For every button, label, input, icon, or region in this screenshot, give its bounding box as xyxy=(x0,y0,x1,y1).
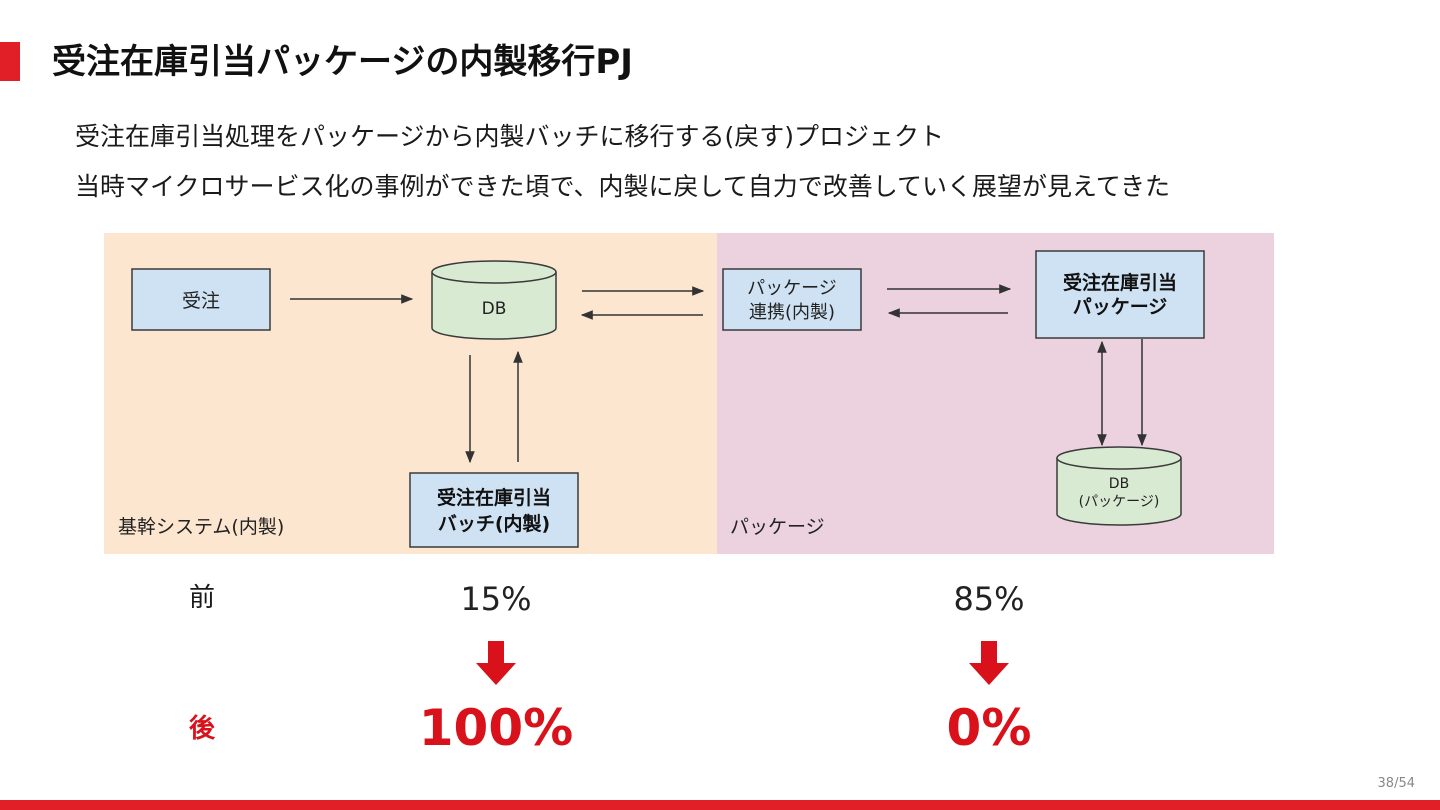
node-db-package-line2: (パッケージ) xyxy=(1079,494,1160,510)
node-batch-line2: バッチ(内製) xyxy=(438,512,550,535)
slide-title: 受注在庫引当パッケージの内製移行PJ xyxy=(52,42,633,82)
down-arrow-icon xyxy=(476,641,516,685)
node-package: 受注在庫引当 パッケージ xyxy=(1035,250,1205,339)
node-db-internal: DB xyxy=(431,260,557,340)
internal-before-percent: 15% xyxy=(460,580,532,618)
node-renkei-line1: パッケージ xyxy=(747,278,837,299)
node-batch-line1: 受注在庫引当 xyxy=(437,486,551,509)
node-package-line2: パッケージ xyxy=(1073,296,1168,318)
bullet-2: 当時マイクロサービス化の事例ができた頃で、内製に戻して自力で改善していく展望が見… xyxy=(75,172,1171,201)
bottom-accent-bar xyxy=(0,800,1440,810)
node-renkei: パッケージ 連携(内製) xyxy=(722,268,862,331)
bullet-1: 受注在庫引当処理をパッケージから内製バッチに移行する(戻す)プロジェクト xyxy=(75,122,945,151)
node-db-label: DB xyxy=(482,299,507,319)
package-before-percent: 85% xyxy=(953,580,1025,618)
node-package-line1: 受注在庫引当 xyxy=(1063,271,1177,294)
zone-package-label: パッケージ xyxy=(730,516,825,538)
node-juchu: 受注 xyxy=(131,268,271,331)
internal-after-percent: 100% xyxy=(418,699,574,757)
package-after-percent: 0% xyxy=(946,699,1032,757)
node-juchu-label: 受注 xyxy=(182,290,220,312)
node-batch: 受注在庫引当 バッチ(内製) xyxy=(409,472,579,548)
node-db-package: DB (パッケージ) xyxy=(1056,446,1182,526)
node-db-package-line1: DB xyxy=(1109,476,1129,492)
zone-internal-label: 基幹システム(内製) xyxy=(118,516,284,538)
node-renkei-line2: 連携(内製) xyxy=(749,302,835,323)
page-number: 38/54 xyxy=(1377,776,1415,791)
before-label: 前 xyxy=(188,583,216,613)
title-accent-bar xyxy=(0,42,20,81)
down-arrow-icon xyxy=(969,641,1009,685)
after-label: 後 xyxy=(188,714,216,744)
